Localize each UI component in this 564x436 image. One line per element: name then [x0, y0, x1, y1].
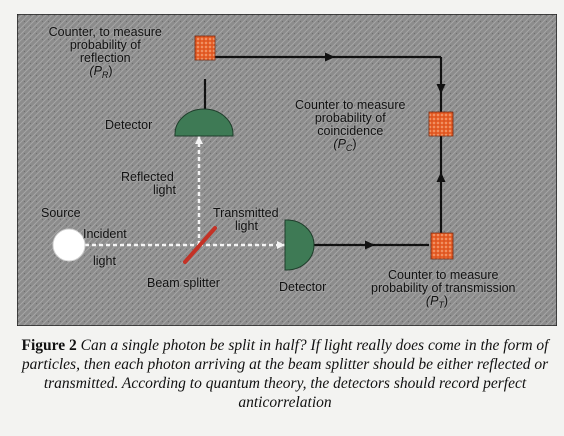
reflected-arrow — [195, 136, 203, 144]
wire-arrow-up — [436, 172, 446, 182]
counter-transmission-label: Counter to measure probability of transm… — [371, 268, 519, 310]
counter-coincidence-label: Counter to measure probability of coinci… — [295, 98, 409, 153]
coincidence-counter — [428, 111, 454, 137]
caption-text: Can a single photon be split in half? If… — [21, 337, 549, 411]
reflected-light-label: Reflected light — [121, 170, 177, 197]
wire-arrow-right — [325, 52, 335, 62]
light-beams — [85, 136, 285, 247]
reflection-counter — [194, 35, 216, 61]
caption-label: Figure 2 — [21, 337, 77, 354]
diagram-panel: Counter, to measure probability of refle… — [17, 14, 557, 326]
wire-arrow-down — [436, 84, 446, 94]
counter-reflection-label: Counter, to measure probability of refle… — [49, 25, 166, 80]
incident-light-label: Incident light — [83, 227, 130, 268]
wire-arrow-right-bottom — [365, 240, 375, 250]
figure-caption: Figure 2 Can a single photon be split in… — [20, 336, 550, 412]
detector-top — [174, 108, 234, 137]
detector-top-label: Detector — [105, 118, 152, 132]
photon-source — [52, 228, 86, 262]
transmission-counter — [430, 232, 454, 260]
transmitted-light-label: Transmitted light — [213, 206, 282, 233]
panel-background — [17, 14, 557, 326]
detector-bottom-label: Detector — [279, 280, 326, 294]
source-label: Source — [41, 206, 81, 220]
transmitted-arrow — [277, 241, 285, 249]
detector-bottom — [284, 219, 315, 271]
beam-splitter — [183, 226, 217, 264]
beam-splitter-label: Beam splitter — [147, 276, 220, 290]
